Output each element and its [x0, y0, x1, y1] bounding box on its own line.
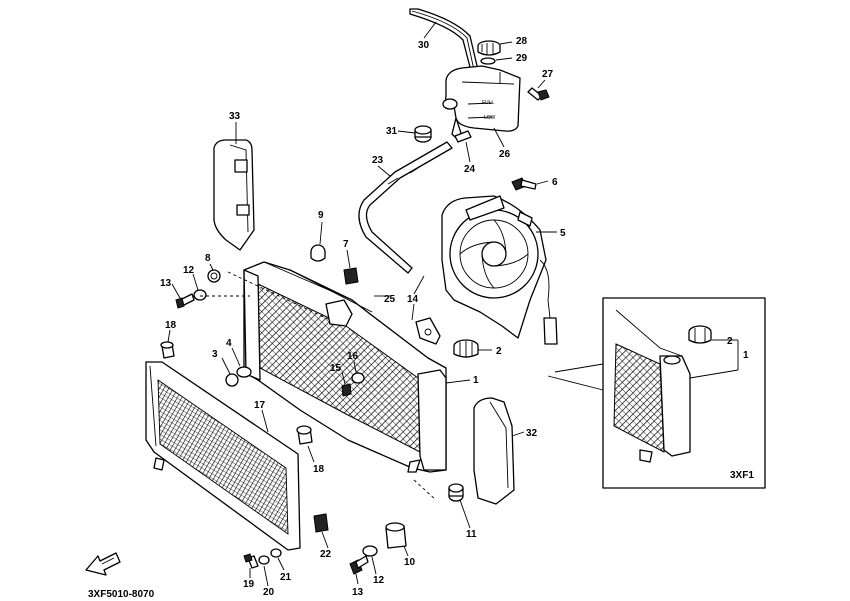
callout-11: 11 [466, 529, 477, 540]
callout-12-lower: 12 [373, 575, 385, 586]
callout-19: 19 [243, 579, 255, 590]
tank-grommet [414, 125, 432, 143]
radiator-mount-grommet [310, 244, 326, 262]
collar-21 [270, 548, 282, 558]
callout-24: 24 [464, 164, 476, 175]
callout-2-inset: 2 [727, 336, 733, 347]
bolt-13-lower [349, 555, 369, 575]
callout-27: 27 [542, 69, 554, 80]
bolt-19 [243, 553, 259, 569]
callout-labels: 30 28 29 27 31 26 24 23 33 6 9 5 7 8 12 … [160, 36, 749, 598]
radiator-cap [453, 339, 479, 358]
callout-33: 33 [229, 111, 241, 122]
callout-18-upper: 18 [165, 320, 177, 331]
callout-6: 6 [552, 177, 558, 188]
collar-10 [385, 522, 407, 549]
callout-5: 5 [560, 228, 566, 239]
washer-12-lower [362, 545, 378, 557]
washer-12-upper [193, 289, 207, 301]
fan-bolt [511, 177, 537, 191]
bolt-13-upper [175, 293, 195, 309]
callout-9: 9 [318, 210, 324, 221]
cooling-fan-assembly [441, 195, 558, 345]
radiator-mount-nut [343, 267, 359, 285]
callout-22: 22 [320, 549, 332, 560]
radiator-guard [145, 361, 301, 551]
callout-2: 2 [496, 346, 502, 357]
grommet-4 [236, 366, 252, 378]
callout-23: 23 [372, 155, 384, 166]
tank-bolt [527, 87, 550, 101]
callout-3: 3 [212, 349, 218, 360]
callout-16: 16 [347, 351, 359, 362]
callout-18-lower: 18 [313, 464, 325, 475]
radiator-core [243, 261, 447, 473]
side-shroud-upper [213, 139, 255, 251]
callout-7: 7 [343, 239, 349, 250]
reservoir-cap [477, 40, 501, 56]
callout-28: 28 [516, 36, 528, 47]
overflow-hose [358, 141, 453, 274]
callout-13-upper: 13 [160, 278, 172, 289]
washer-20 [258, 555, 270, 565]
callout-21: 21 [280, 572, 292, 583]
grommet-11 [448, 483, 464, 502]
callout-12-upper: 12 [183, 265, 195, 276]
collar-3 [225, 373, 239, 387]
callout-30: 30 [418, 40, 430, 51]
callout-1: 1 [473, 375, 479, 386]
callout-1-inset: 1 [743, 350, 749, 361]
bolt-18-lower [296, 425, 313, 445]
callout-29: 29 [516, 53, 528, 64]
callout-15: 15 [330, 363, 342, 374]
callout-17: 17 [254, 400, 266, 411]
callout-32: 32 [526, 428, 538, 439]
inset-detail-box [602, 297, 766, 489]
mounting-bracket [415, 317, 441, 345]
reservoir-cap-seal [480, 57, 496, 65]
callout-31: 31 [386, 126, 398, 137]
bolt-18-upper [160, 341, 175, 359]
callout-26: 26 [499, 149, 511, 160]
callout-20: 20 [263, 587, 275, 598]
tank-full-mark: FULL [482, 100, 494, 106]
side-shroud-lower [473, 397, 515, 505]
bolt-15 [341, 383, 352, 397]
callout-8: 8 [205, 253, 211, 264]
diagram-code: 3XF5010-8070 [88, 589, 155, 600]
coolant-reservoir-tank: FULL LOW [442, 65, 521, 141]
callout-4: 4 [226, 338, 232, 349]
callout-25: 25 [384, 294, 396, 305]
grommet-16 [351, 372, 365, 384]
hose-clip [454, 130, 472, 143]
callout-13-lower: 13 [352, 587, 364, 598]
collar-8 [207, 269, 221, 283]
tank-low-mark: LOW [484, 115, 496, 121]
clip-22 [313, 513, 329, 533]
callout-10: 10 [404, 557, 416, 568]
front-direction-arrow [85, 552, 121, 576]
leader-lines [167, 21, 739, 587]
callout-14: 14 [407, 294, 419, 305]
inset-label: 3XF1 [730, 470, 754, 481]
